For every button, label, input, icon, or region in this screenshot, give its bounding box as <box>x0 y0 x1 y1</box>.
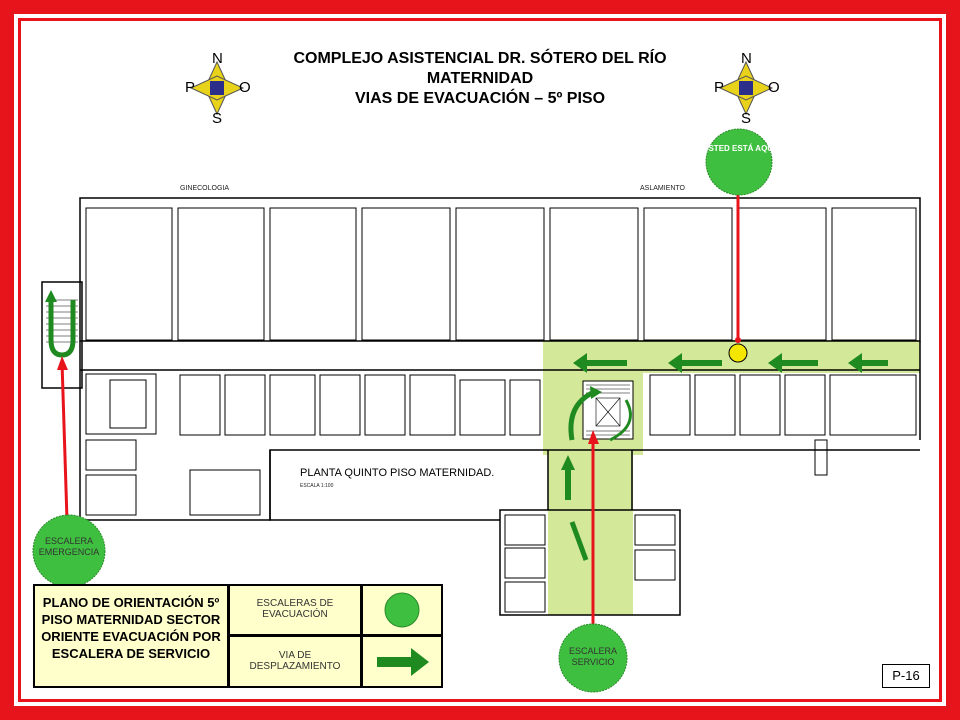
sheet-code: P-16 <box>882 664 930 688</box>
legend-stairs-circle-icon <box>384 592 420 628</box>
compass-right-west: O <box>768 79 780 96</box>
title-line-2: MATERNIDAD <box>426 70 534 87</box>
building-walls <box>41 197 921 616</box>
compass-right: N S P O <box>706 48 786 128</box>
arrow-4 <box>573 353 627 373</box>
compass-right-south: S <box>741 110 752 127</box>
location-marker <box>728 343 748 363</box>
page-frame-inner <box>18 18 942 702</box>
legend-route-label-box: VIA DE DESPLAZAMIENTO <box>228 635 362 688</box>
you-are-here-label: USTED ESTÁ AQUÍ <box>702 144 776 153</box>
arrow-6 <box>569 521 589 561</box>
compass-left-west: O <box>239 79 251 96</box>
emergency-stair-circle <box>32 514 106 588</box>
service-stair-arc <box>568 389 596 441</box>
compass-right-east: P <box>714 79 725 96</box>
compass-left-east: P <box>185 79 196 96</box>
bottom-rooms <box>85 373 917 613</box>
arrow-2 <box>768 353 818 373</box>
legend-route-label: VIA DE DESPLAZAMIENTO <box>249 650 341 672</box>
compass-left-south: S <box>212 110 223 127</box>
compass-rose-icon <box>718 60 774 116</box>
legend-stairs-label-box: ESCALERAS DE EVACUACIÓN <box>228 584 362 636</box>
arrow-3 <box>668 353 722 373</box>
compass-right-north: N <box>741 50 752 67</box>
emergency-stair-arrowhead <box>45 290 57 302</box>
title-line-3: VIAS DE EVACUACIÓN – 5º PISO <box>354 90 606 107</box>
service-stair-circle <box>558 623 628 693</box>
route-area-service-wing <box>548 445 633 615</box>
legend-stairs-symbol-box <box>361 584 443 636</box>
top-rooms <box>85 207 917 341</box>
emergency-stair-label: ESCALERA EMERGENCIA <box>38 536 100 557</box>
legend-description: PLANO DE ORIENTACIÓN 5º PISO MATERNIDAD … <box>41 595 221 661</box>
corridor-arrows <box>561 353 888 561</box>
compass-rose-icon <box>189 60 245 116</box>
emergency-stair-u-arrow <box>48 300 76 358</box>
arrow-5 <box>561 455 575 500</box>
you-are-here-circle <box>705 128 773 196</box>
service-stair-inner-arc <box>609 399 632 442</box>
plan-title: PLANTA QUINTO PISO MATERNIDAD. <box>300 467 494 479</box>
service-stair-label: ESCALERA SERVICIO <box>568 646 618 667</box>
legend-stairs-label: ESCALERAS DE EVACUACIÓN <box>256 598 334 620</box>
plan-scale: ESCALA 1:100 <box>300 483 334 489</box>
service-stair-arrowhead <box>590 386 602 399</box>
compass-left: N S P O <box>177 48 257 128</box>
legend-description-box: PLANO DE ORIENTACIÓN 5º PISO MATERNIDAD … <box>33 584 229 688</box>
wing-label-left: GINECOLOGIA <box>180 185 229 192</box>
emergency-pointer <box>60 361 69 521</box>
title-line-1: COMPLEJO ASISTENCIAL DR. SÓTERO DEL RÍO <box>293 50 667 67</box>
legend-arrow-right-icon <box>377 648 429 676</box>
arrow-1 <box>848 353 888 373</box>
compass-left-north: N <box>212 50 223 67</box>
wing-label-right: ASLAMIENTO <box>640 185 686 192</box>
legend-route-symbol-box <box>361 635 443 688</box>
